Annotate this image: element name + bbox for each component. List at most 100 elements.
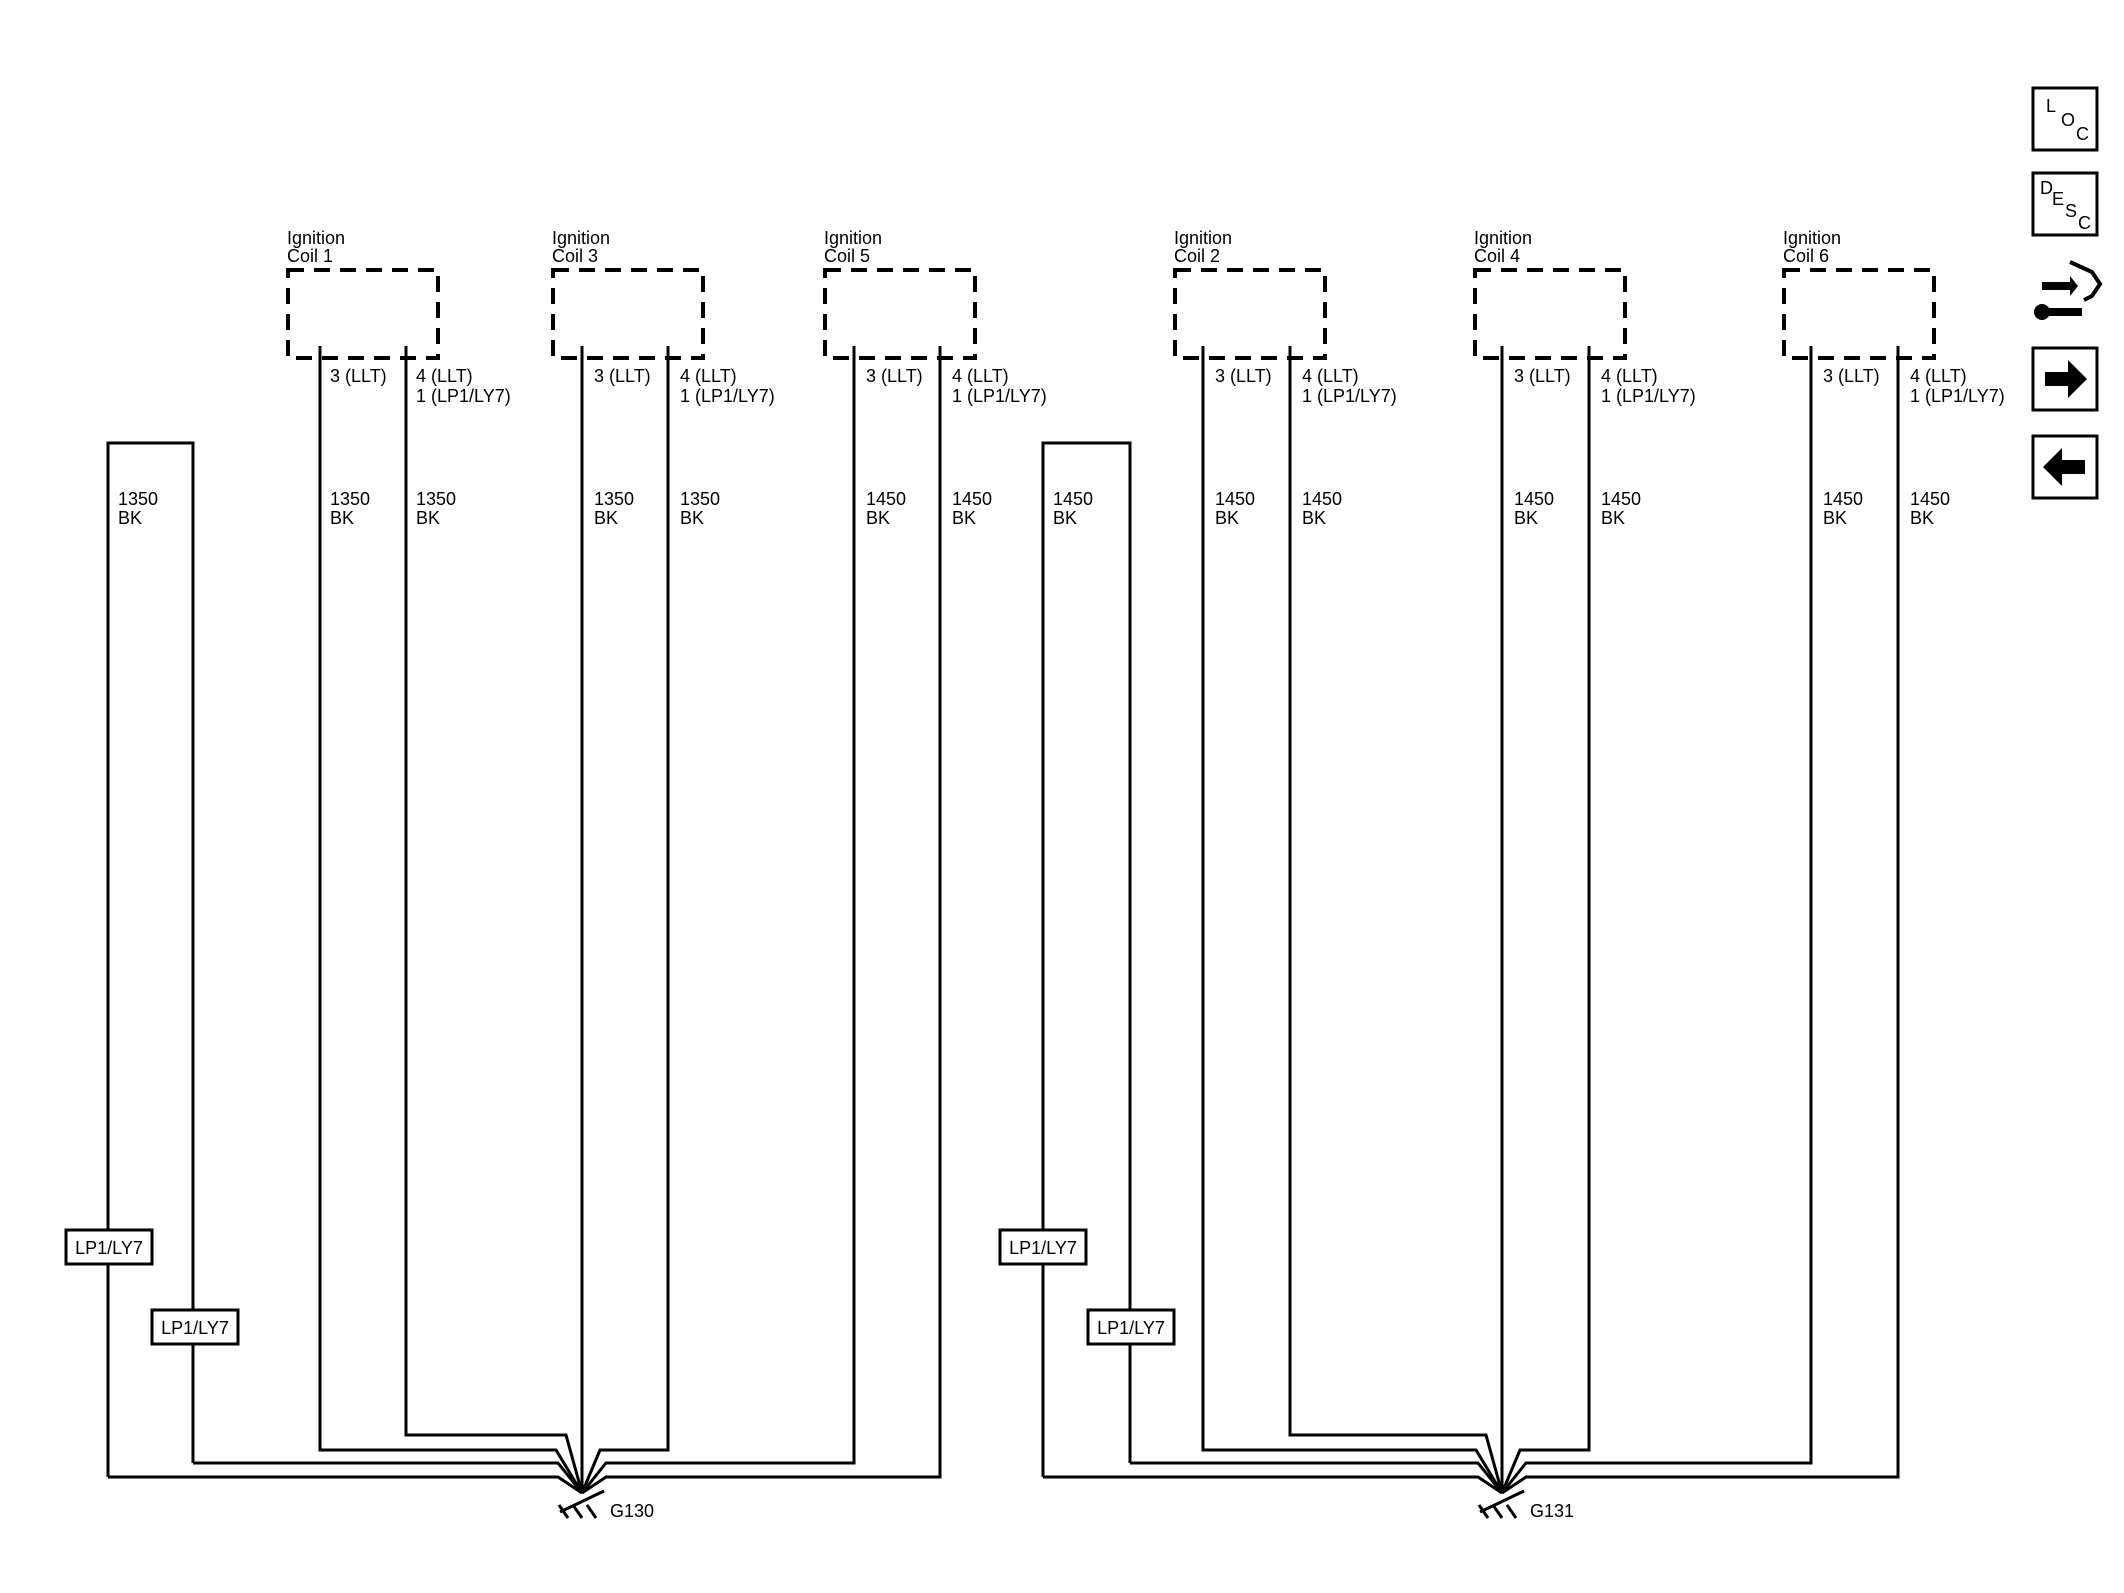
pin-label: 1 (LP1/LY7) [680,386,775,406]
wire-number: 1450 [1823,489,1863,509]
coil6-wire-a [1500,346,1813,1494]
component-title: Ignition [824,228,882,248]
wire-number: 1450 [1053,489,1093,509]
wire-number: 1350 [416,489,456,509]
description-button[interactable]: D E S C [2031,171,2099,237]
ignition-coil-5-box[interactable] [823,268,977,360]
ignition-coil-1-box[interactable] [286,268,440,360]
option-tag: LP1/LY7 [64,1228,154,1266]
ground-symbol-g130 [557,1489,605,1519]
component-title: Coil 4 [1474,246,1520,266]
next-page-button[interactable] [2031,346,2099,412]
component-title: Ignition [1474,228,1532,248]
location-button[interactable]: L O C [2031,86,2099,152]
component-title: Coil 5 [824,246,870,266]
wire-color: BK [680,508,704,528]
component-title: Coil 6 [1783,246,1829,266]
wire-color: BK [952,508,976,528]
pin-label: 4 (LLT) [1601,366,1658,386]
wire-number: 1450 [1910,489,1950,509]
desc-letter: S [2065,201,2077,221]
option-tag: LP1/LY7 [150,1308,240,1346]
pin-label: 1 (LP1/LY7) [416,386,511,406]
ignition-coil-4-box[interactable] [1473,268,1627,360]
component-title: Coil 3 [552,246,598,266]
wire-color: BK [1910,508,1934,528]
pin-label: 4 (LLT) [952,366,1009,386]
pin-label: 1 (LP1/LY7) [952,386,1047,406]
pin-label: 4 (LLT) [1910,366,1967,386]
ground-label-g130: G130 [610,1501,654,1521]
component-titles: Ignition Coil 1 Ignition Coil 3 Ignition… [287,228,1841,266]
pin-label: 3 (LLT) [330,366,387,386]
wire-number: 1450 [1601,489,1641,509]
connector-icon[interactable] [2034,260,2103,320]
option-tag-label: LP1/LY7 [1097,1318,1165,1338]
coil6-wire-b [1501,346,1900,1495]
option-tag: LP1/LY7 [1086,1308,1176,1346]
wire-color: BK [1823,508,1847,528]
component-title: Ignition [287,228,345,248]
wire-color: BK [118,508,142,528]
loop-wire-outer-left [106,441,195,1477]
wire-color: BK [1215,508,1239,528]
coil2-wire-a [1201,346,1504,1494]
pin-label: 3 (LLT) [866,366,923,386]
desc-letter: C [2078,213,2091,233]
wire-number: 1350 [330,489,370,509]
wire-color: BK [594,508,618,528]
wire-number: 1450 [1302,489,1342,509]
ground-label-g131: G131 [1530,1501,1574,1521]
component-title: Coil 1 [287,246,333,266]
pin-label: 4 (LLT) [416,366,473,386]
pin-label: 1 (LP1/LY7) [1910,386,2005,406]
ground-symbol-g131 [1477,1489,1525,1519]
wire-number: 1450 [1514,489,1554,509]
loc-letter: C [2076,124,2089,144]
ground-bus [108,1475,583,1495]
ignition-coil-2-box[interactable] [1173,268,1327,360]
component-title: Ignition [1783,228,1841,248]
wire-color: BK [416,508,440,528]
wire-color: BK [1053,508,1077,528]
coil3-wire-b [580,346,670,1494]
pin-label: 3 (LLT) [1514,366,1571,386]
pin-labels: 3 (LLT) 4 (LLT) 1 (LP1/LY7) 3 (LLT) 4 (L… [330,366,2005,406]
pin-label: 3 (LLT) [1823,366,1880,386]
arrow-left-icon [2043,448,2085,486]
component-title: Ignition [552,228,610,248]
previous-page-button[interactable] [2031,434,2099,500]
pin-label: 4 (LLT) [1302,366,1359,386]
coil1-wire-b [404,346,584,1494]
wire-number: 1450 [1215,489,1255,509]
pin-label: 3 (LLT) [594,366,651,386]
ground-bus [1130,1461,1504,1494]
pin-label: 3 (LLT) [1215,366,1272,386]
pin-label: 4 (LLT) [680,366,737,386]
wire-number: 1350 [118,489,158,509]
wire-color: BK [1601,508,1625,528]
wire-number: 1450 [952,489,992,509]
ignition-coil-6-box[interactable] [1782,268,1936,360]
wire-color: BK [330,508,354,528]
option-tag-label: LP1/LY7 [1009,1238,1077,1258]
loc-letter: O [2061,110,2075,130]
coil5-wire-a [580,346,856,1494]
component-title: Ignition [1174,228,1232,248]
desc-letter: D [2040,178,2053,198]
wire-color: BK [866,508,890,528]
wire-number: 1350 [594,489,634,509]
loop-wire-outer-right [1041,441,1132,1477]
pin-label: 1 (LP1/LY7) [1302,386,1397,406]
wire-number: 1450 [866,489,906,509]
option-tag-label: LP1/LY7 [161,1318,229,1338]
ignition-coil-3-box[interactable] [551,268,705,360]
ground-bus [1043,1475,1503,1495]
wire-labels: 1350 BK 1350 BK 1350 BK 1350 BK 1350 BK … [118,489,1950,528]
coil5-wire-b [581,346,942,1495]
option-tag-label: LP1/LY7 [75,1238,143,1258]
wire-color: BK [1302,508,1326,528]
wire-color: BK [1514,508,1538,528]
ground-bus [193,1461,584,1494]
